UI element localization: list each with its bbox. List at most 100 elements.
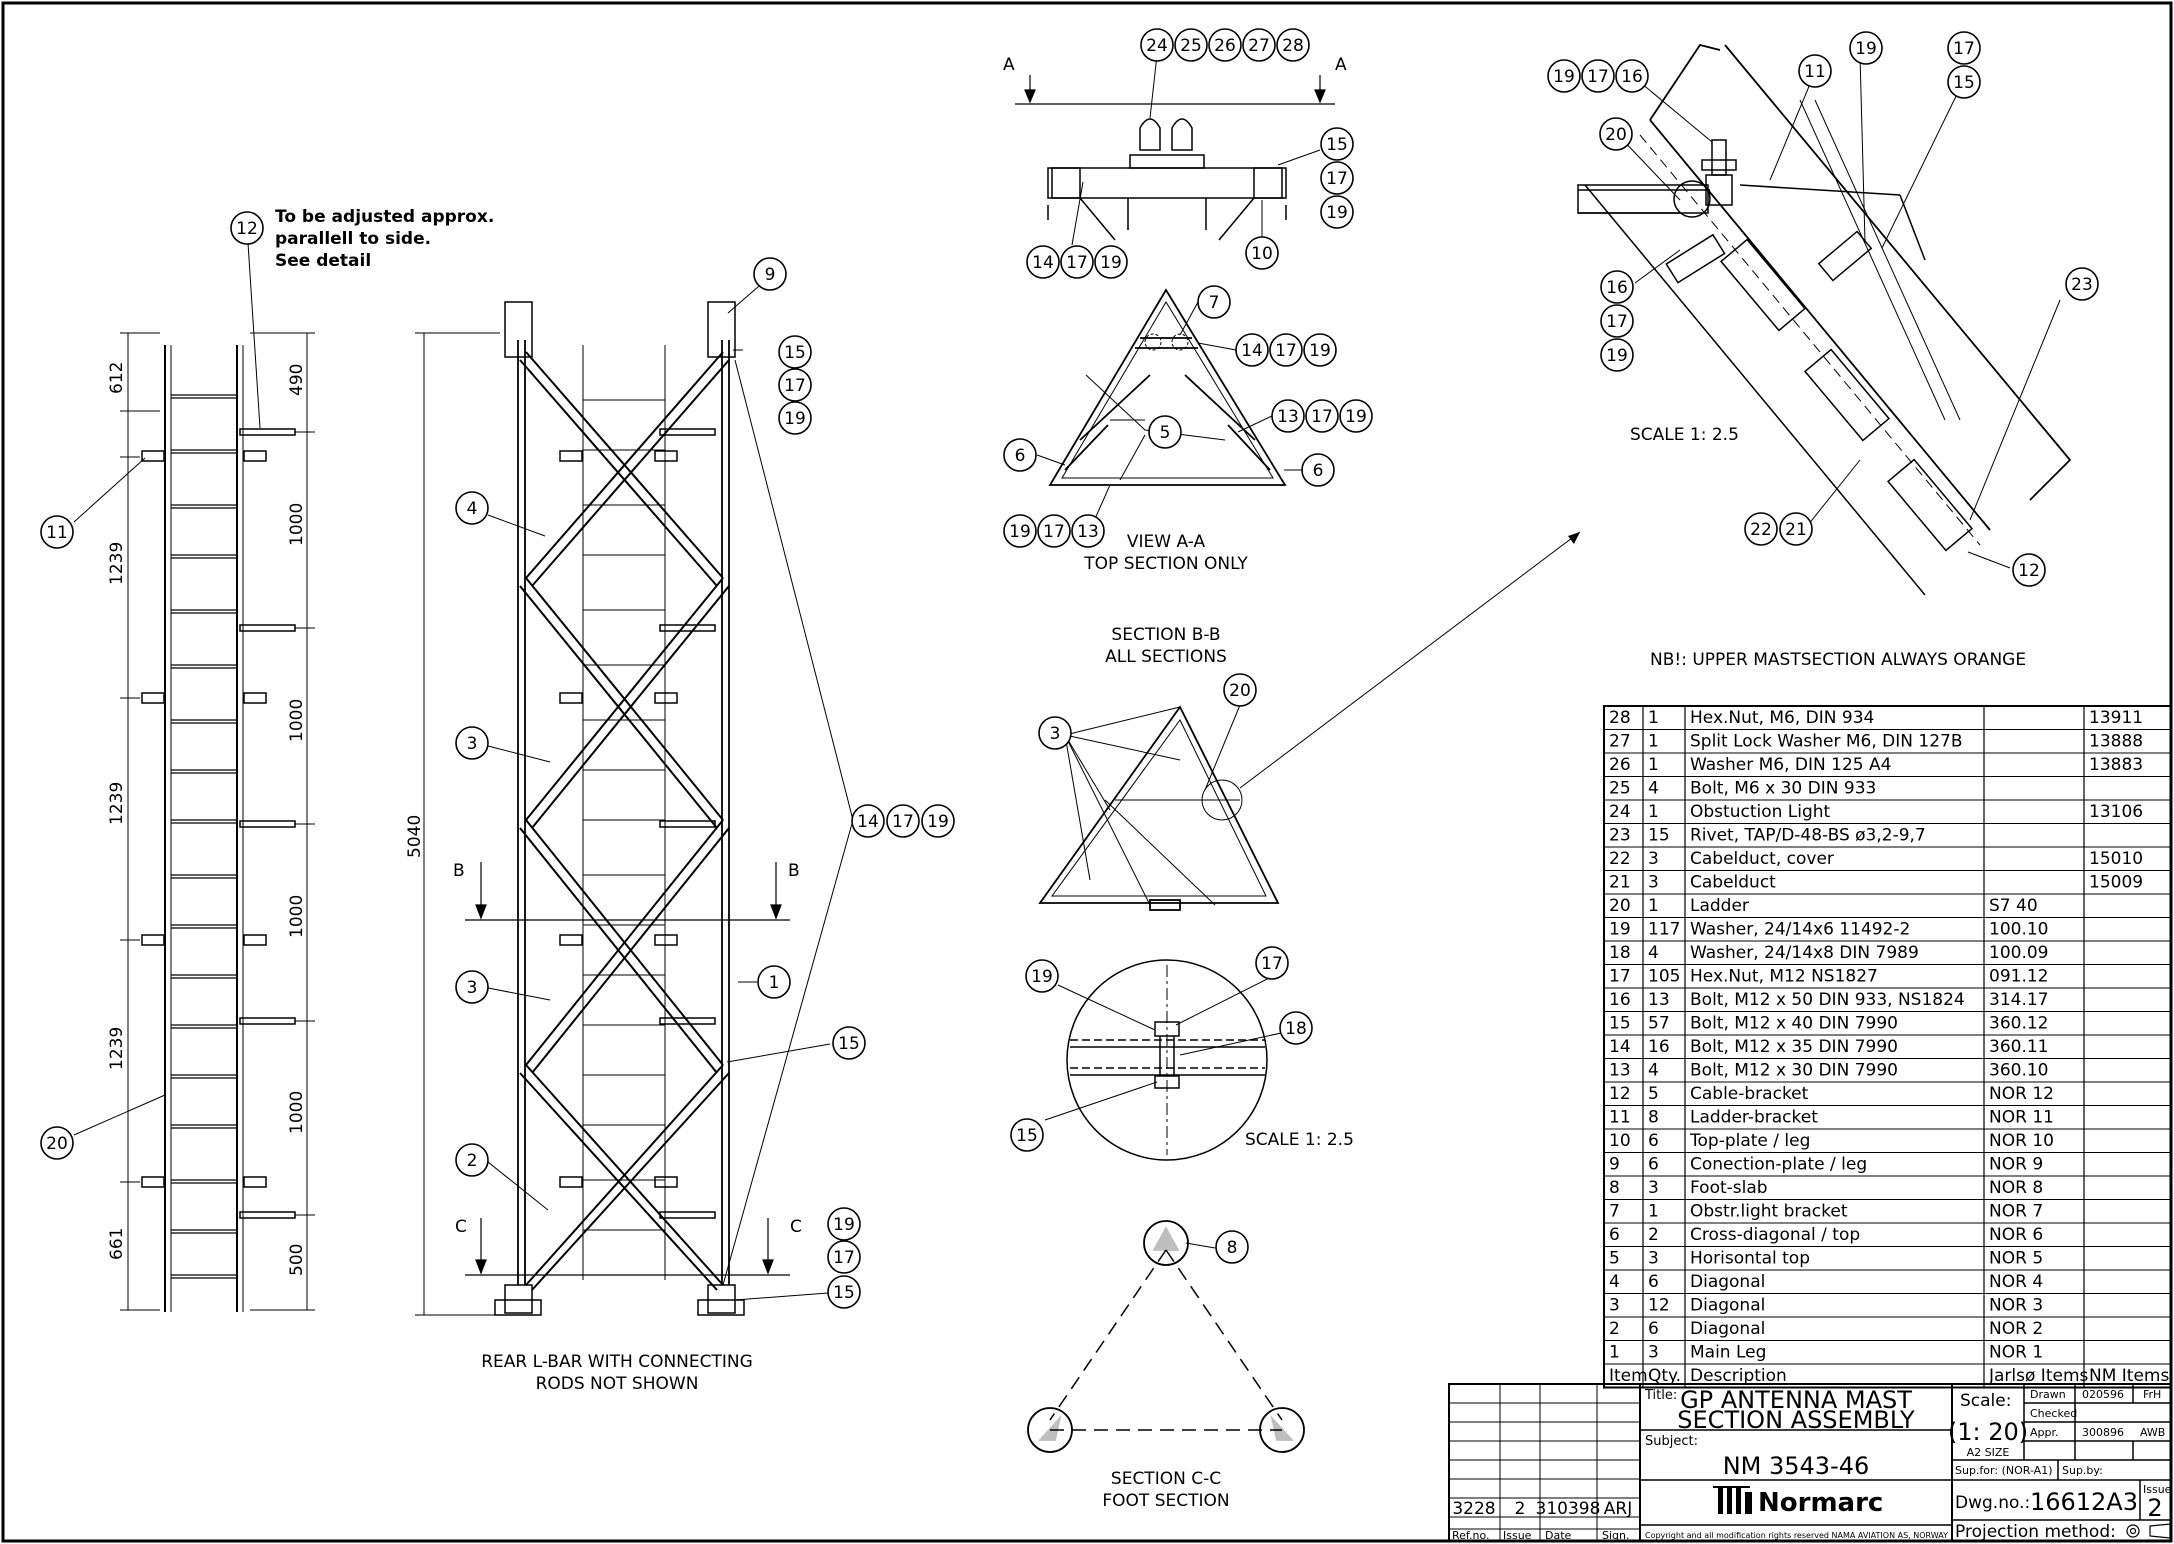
dim-1000-c: 1000: [287, 895, 307, 938]
balloon-number: 6: [1313, 461, 1324, 481]
balloon-number: 3: [467, 978, 478, 998]
company-logo: Normarc: [1713, 1486, 1883, 1518]
balloon-number: 20: [1605, 125, 1627, 145]
balloon-number: 17: [1953, 39, 1975, 59]
bom-cell-qty: 13: [1648, 990, 1670, 1010]
mast-ladder-brackets: [559, 428, 716, 1219]
bom-cell-qty: 15: [1648, 826, 1670, 846]
bom-cell-item: 9: [1609, 1155, 1620, 1175]
rev-head-issue: Issue: [1503, 1529, 1532, 1542]
item-balloon: 14: [851, 804, 885, 838]
rev-head-refno: Ref.no.: [1452, 1529, 1490, 1542]
rev-issue: 2: [1515, 1499, 1526, 1519]
bom-cell-desc: Hex.Nut, M6, DIN 934: [1690, 708, 1874, 728]
bom-cell-item: 22: [1609, 849, 1631, 869]
item-balloon: 14: [1235, 333, 1269, 367]
balloon-number: 6: [1015, 446, 1026, 466]
balloon-number: 14: [1241, 341, 1263, 361]
balloon-number: 15: [1953, 73, 1975, 93]
item-balloon: 6: [1003, 438, 1037, 472]
diagonals: [519, 351, 730, 1291]
item-balloon: 11: [1798, 54, 1832, 88]
item-balloon: 19: [1094, 245, 1128, 279]
bom-cell-qty: 3: [1648, 849, 1659, 869]
dim-1000-a: 1000: [287, 503, 307, 546]
balloon-number: 17: [833, 1248, 855, 1268]
section-a-right: A: [1335, 55, 1347, 75]
balloon-number: 17: [1311, 407, 1333, 427]
balloon-number: 17: [892, 812, 914, 832]
item-balloon: 6: [1301, 453, 1335, 487]
item-balloon: 11: [40, 515, 74, 549]
issue-label: Issue: [2143, 1483, 2172, 1496]
bom-cell-qty: 4: [1648, 779, 1659, 799]
bom-cell-desc: Ladder-bracket: [1690, 1108, 1818, 1128]
bom-cell-jarlso: 360.12: [1989, 1014, 2048, 1034]
balloon-number: 20: [46, 1134, 68, 1154]
bom-cell-item: 5: [1609, 1249, 1620, 1269]
bom-cell-item: 15: [1609, 1014, 1631, 1034]
bom-cell-nm: 15010: [2089, 849, 2143, 869]
dwg-no-label: Dwg.no.:: [1955, 1493, 2030, 1513]
bom-cell-qty: 6: [1648, 1272, 1659, 1292]
main-legs: [517, 340, 730, 1285]
bom-cell-qty: 1: [1648, 755, 1659, 775]
title-label: Title:: [1644, 1388, 1677, 1403]
bom-cell-jarlso: NOR 11: [1989, 1108, 2054, 1128]
item-balloon: 15: [827, 1275, 861, 1309]
item-balloon: 26: [1208, 28, 1242, 62]
item-balloon: 19: [1320, 195, 1354, 229]
bom-cell-qty: 3: [1648, 1249, 1659, 1269]
item-balloon: 17: [1600, 304, 1634, 338]
item-balloon: 3: [455, 970, 489, 1004]
item-balloon: 24: [1140, 28, 1174, 62]
item-balloon: 5: [1148, 415, 1182, 449]
company-name: Normarc: [1758, 1488, 1883, 1518]
item-balloon: 19: [1600, 338, 1634, 372]
bom-cell-desc: Washer M6, DIN 125 A4: [1690, 755, 1891, 775]
item-balloon: 17: [1037, 514, 1071, 548]
balloon-number: 23: [2071, 275, 2093, 295]
bom-cell-item: 14: [1609, 1037, 1631, 1057]
bom-cell-item: 13: [1609, 1061, 1631, 1081]
item-balloon: 22: [1744, 512, 1778, 546]
issue-value: 2: [2147, 1494, 2162, 1522]
balloon-number: 4: [467, 499, 478, 519]
bom-cell-item: 3: [1609, 1296, 1620, 1316]
bom-cell-jarlso: S7 40: [1989, 896, 2038, 916]
item-balloon: 17: [886, 804, 920, 838]
item-balloon: 20: [1599, 117, 1633, 151]
balloon-number: 17: [1326, 169, 1348, 189]
section-b-right: B: [788, 861, 800, 881]
bom-cell-qty: 4: [1648, 1061, 1659, 1081]
bom-cell-qty: 3: [1648, 873, 1659, 893]
subject-label: Subject:: [1645, 1434, 1698, 1449]
bom-cell-jarlso: NOR 3: [1989, 1296, 2043, 1316]
bom-cell-desc: Bolt, M12 x 30 DIN 7990: [1690, 1061, 1898, 1081]
item-balloon: 7: [1197, 285, 1231, 319]
item-balloon: 17: [1269, 333, 1303, 367]
bom-cell-item: 17: [1609, 967, 1631, 987]
bom-cell-nm: 15009: [2089, 873, 2143, 893]
mast-elevation: 5040: [405, 285, 854, 1394]
item-balloon: 20: [40, 1126, 74, 1160]
bom-cell-jarlso: NOR 5: [1989, 1249, 2043, 1269]
item-balloon: 15: [778, 335, 812, 369]
item-balloon: 19: [1339, 399, 1373, 433]
item-balloon: 20: [1223, 673, 1257, 707]
title-block: 3228 2 310398 ARJ Ref.no. Issue Date Sig…: [1448, 1383, 2172, 1542]
balloon-number: 26: [1214, 36, 1236, 56]
section-b-b: SECTION B-B ALL SECTIONS: [1038, 531, 1581, 1161]
connection-plates: [494, 301, 745, 1316]
dim-661: 661: [107, 1228, 127, 1260]
balloon-number: 19: [1100, 253, 1122, 273]
bom-cell-jarlso: NOR 6: [1989, 1225, 2043, 1245]
section-bb-title: SECTION B-B: [1111, 625, 1220, 645]
bom-cell-desc: Washer, 24/14x8 DIN 7989: [1690, 943, 1919, 963]
item-balloon: 18: [1279, 1011, 1313, 1045]
item-balloon: 14: [1026, 245, 1060, 279]
section-bb-subtitle: ALL SECTIONS: [1105, 647, 1227, 667]
bom-cell-desc: Washer, 24/14x6 11492-2: [1690, 920, 1910, 940]
item-balloon: 13: [1071, 514, 1105, 548]
title-line2: SECTION ASSEMBLY: [1677, 1406, 1915, 1434]
